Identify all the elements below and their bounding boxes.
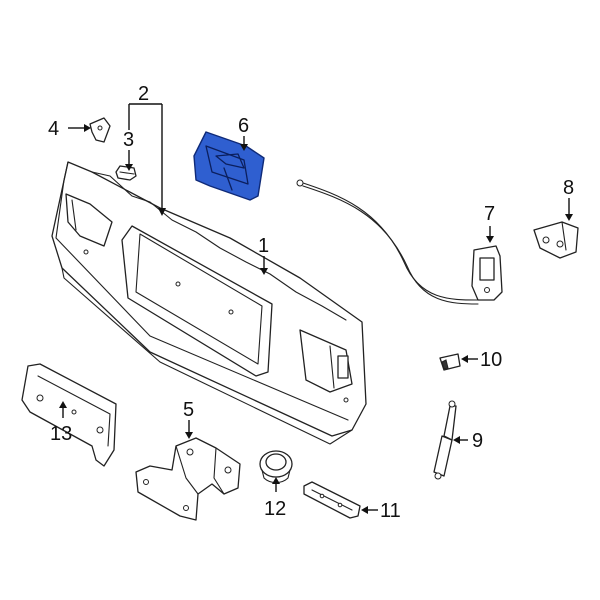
part-8-hinge	[533, 221, 579, 259]
callout-13: 13	[50, 423, 72, 445]
part-11-rail	[303, 481, 361, 519]
part-9-gas-strut	[433, 400, 457, 480]
callout-4: 4	[48, 118, 59, 140]
callout-6: 6	[238, 115, 249, 137]
part-3-clip	[115, 165, 137, 181]
callout-1: 1	[258, 235, 269, 257]
callout-2: 2	[138, 83, 149, 105]
leader-lines	[59, 103, 573, 514]
part-6-cover-highlighted	[193, 131, 265, 201]
part-4-bracket	[89, 117, 111, 143]
part-10-pad	[439, 353, 461, 371]
callout-12: 12	[264, 498, 286, 520]
callout-10: 10	[480, 349, 502, 371]
part-5-hinge-bracket	[135, 437, 241, 521]
callout-3: 3	[123, 129, 134, 151]
part-12-grommet	[259, 450, 293, 484]
part-13-plate-bracket	[21, 363, 117, 467]
part-7-latch-cable	[296, 179, 503, 305]
callout-11: 11	[380, 500, 401, 522]
callout-8: 8	[563, 177, 574, 199]
callout-9: 9	[472, 430, 483, 452]
callout-labels: 1 2 3 4 5 6 7 8 9 10 11 12 13	[48, 83, 574, 522]
callout-5: 5	[183, 399, 194, 421]
part-1-rear-panel	[51, 161, 367, 445]
callout-7: 7	[484, 203, 495, 225]
